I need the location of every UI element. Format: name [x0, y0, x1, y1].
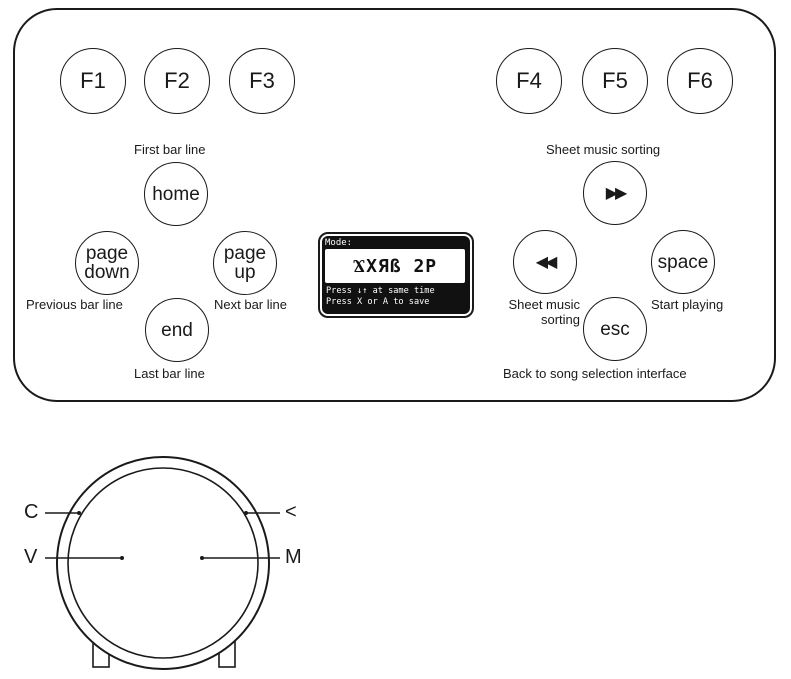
rewind-caption-line1: Sheet music — [508, 297, 580, 312]
end-key[interactable]: end — [145, 298, 209, 362]
f2-key[interactable]: F2 — [144, 48, 210, 114]
label-v: V — [24, 546, 38, 568]
f6-key[interactable]: F6 — [667, 48, 733, 114]
end-caption: Last bar line — [134, 366, 205, 381]
hint-line-1: Press ↓↑ at same time — [326, 286, 435, 296]
label-c: C — [24, 501, 39, 523]
f1-key[interactable]: F1 — [60, 48, 126, 114]
space-caption: Start playing — [651, 297, 724, 312]
rewind-caption-line2: sorting — [540, 312, 580, 327]
f5-key[interactable]: F5 — [582, 48, 648, 114]
fast-forward-icon: ▶▶ — [605, 184, 628, 202]
esc-caption: Back to song selection interface — [503, 366, 687, 381]
page-down-caption: Previous bar line — [26, 297, 123, 312]
hint-line-2: Press X or A to save — [326, 297, 430, 307]
page-down-label-line2: down — [84, 262, 130, 283]
page-up-key[interactable]: page up — [213, 231, 277, 295]
v-dot — [120, 556, 124, 560]
label-less-than: < — [285, 501, 297, 523]
m-dot — [200, 556, 204, 560]
display-screen: Mode: ϪΧЯß 2P Press ↓↑ at same time Pres… — [322, 236, 470, 314]
page-up-label-line1: page — [223, 243, 267, 264]
keyboard-panel — [13, 8, 776, 402]
rewind-caption: Sheet music sorting — [496, 297, 580, 327]
c-dot — [77, 511, 81, 515]
lt-dot — [244, 511, 248, 515]
page-down-label-line1: page — [85, 243, 129, 264]
page-up-caption: Next bar line — [214, 297, 287, 312]
inner-ring — [67, 467, 259, 659]
space-key[interactable]: space — [651, 230, 715, 294]
round-device-diagram — [45, 456, 280, 670]
fast-forward-key[interactable]: ▶▶ — [583, 161, 647, 225]
mode-display: Mode: ϪΧЯß 2P Press ↓↑ at same time Pres… — [318, 232, 474, 318]
page-up-label-line2: up — [234, 262, 256, 283]
f3-key[interactable]: F3 — [229, 48, 295, 114]
rewind-key[interactable]: ◀◀ — [513, 230, 577, 294]
f4-key[interactable]: F4 — [496, 48, 562, 114]
forward-caption: Sheet music sorting — [546, 142, 661, 157]
mode-value: ϪΧЯß 2P — [325, 249, 465, 283]
label-m: M — [285, 546, 302, 568]
rewind-icon: ◀◀ — [535, 253, 558, 271]
esc-key[interactable]: esc — [583, 297, 647, 361]
page-down-key[interactable]: page down — [75, 231, 139, 295]
mode-title: Mode: — [325, 238, 353, 248]
home-key[interactable]: home — [144, 162, 208, 226]
home-caption: First bar line — [134, 142, 206, 157]
